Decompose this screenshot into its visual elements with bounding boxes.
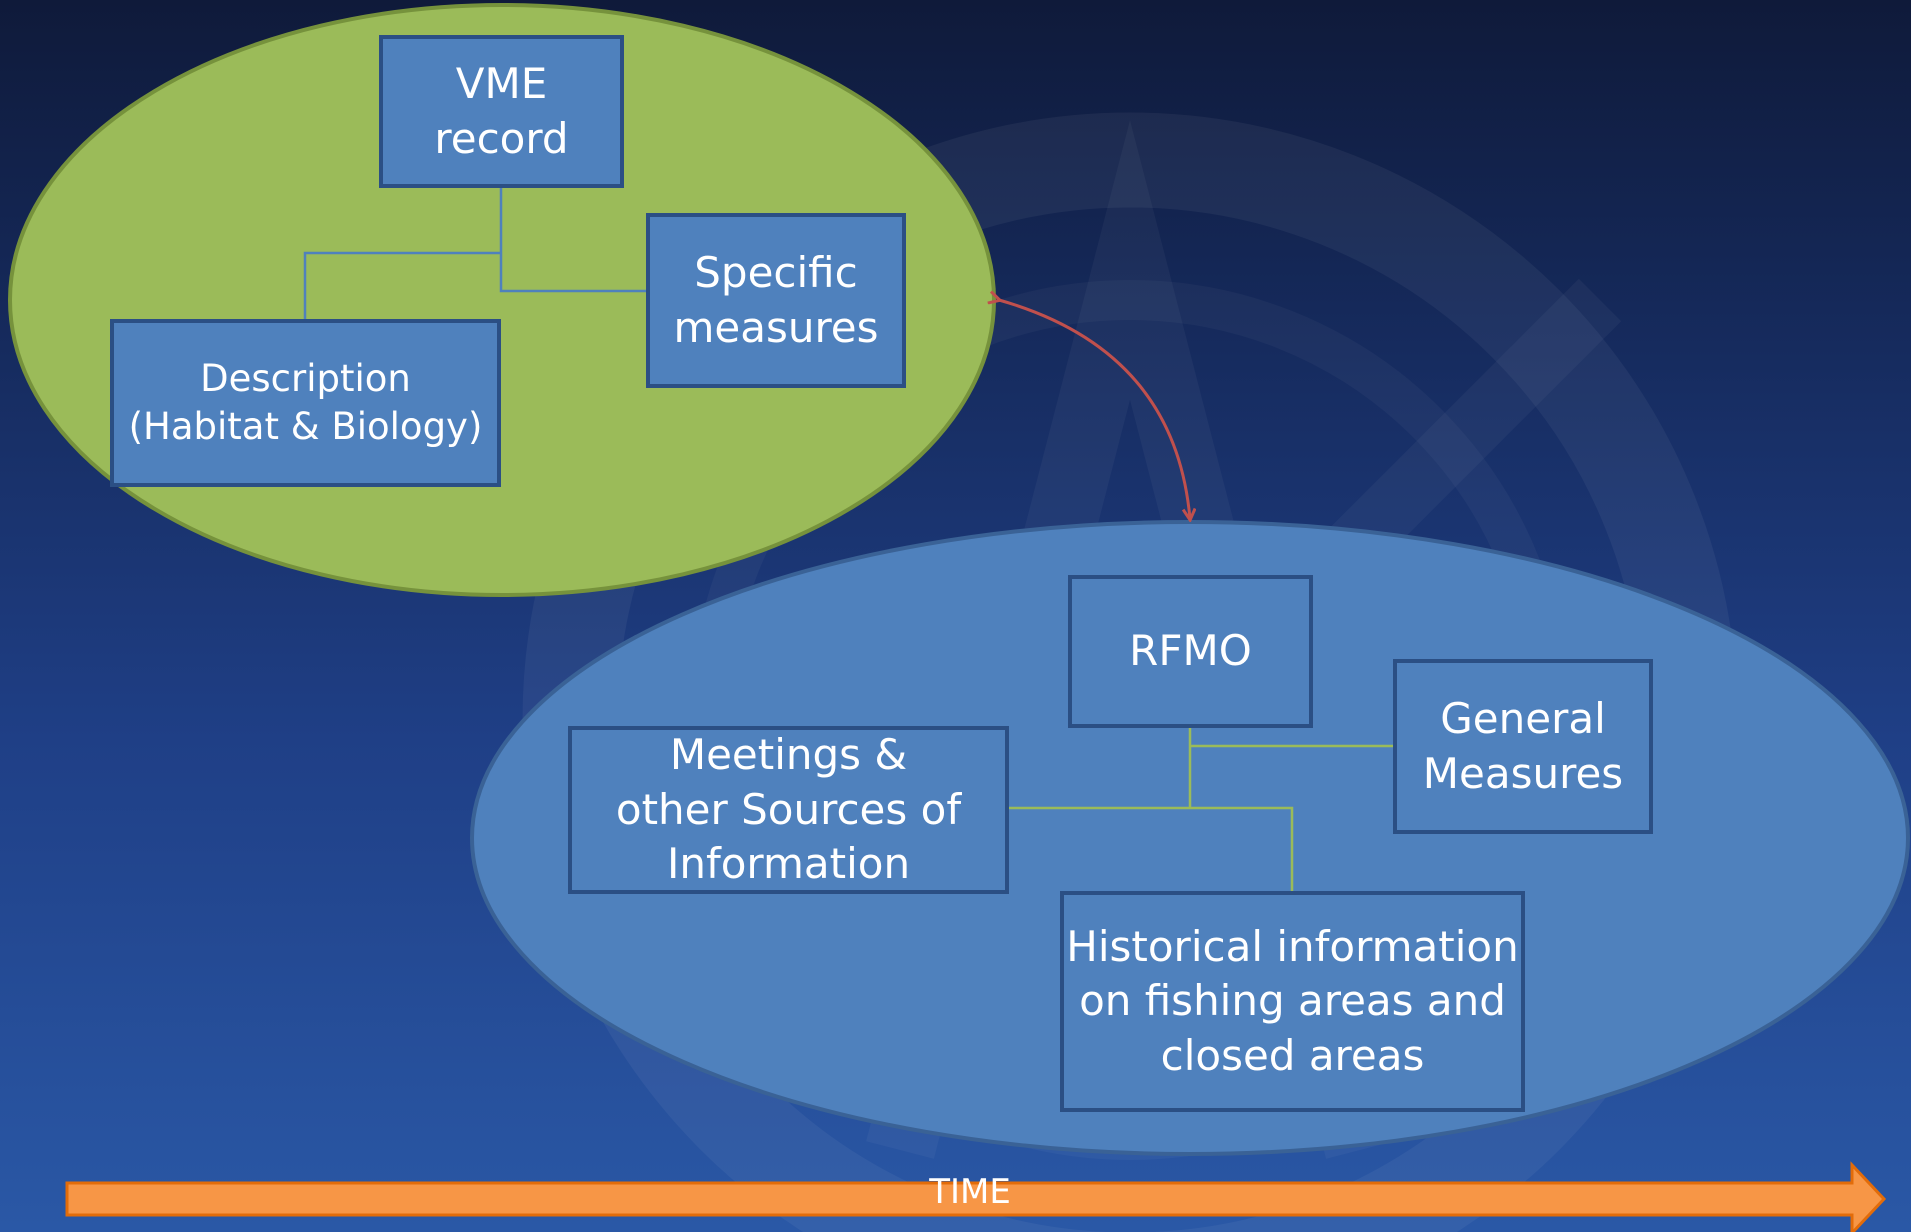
historical-information-box: Historical information on fishing areas …	[1060, 891, 1525, 1112]
vme-record-box: VME record	[379, 35, 624, 188]
general-measures-box: General Measures	[1393, 659, 1653, 834]
meetings-box: Meetings & other Sources of Information	[568, 726, 1009, 894]
time-label: TIME	[929, 1172, 1011, 1212]
link-arrow	[999, 300, 1190, 519]
rfmo-box: RFMO	[1068, 575, 1313, 728]
description-box: Description (Habitat & Biology)	[110, 319, 501, 487]
rfmo-connectors	[1009, 728, 1393, 891]
vme-connectors	[303, 187, 646, 319]
specific-measures-box: Specific measures	[646, 213, 906, 388]
time-arrow	[65, 1161, 1887, 1232]
